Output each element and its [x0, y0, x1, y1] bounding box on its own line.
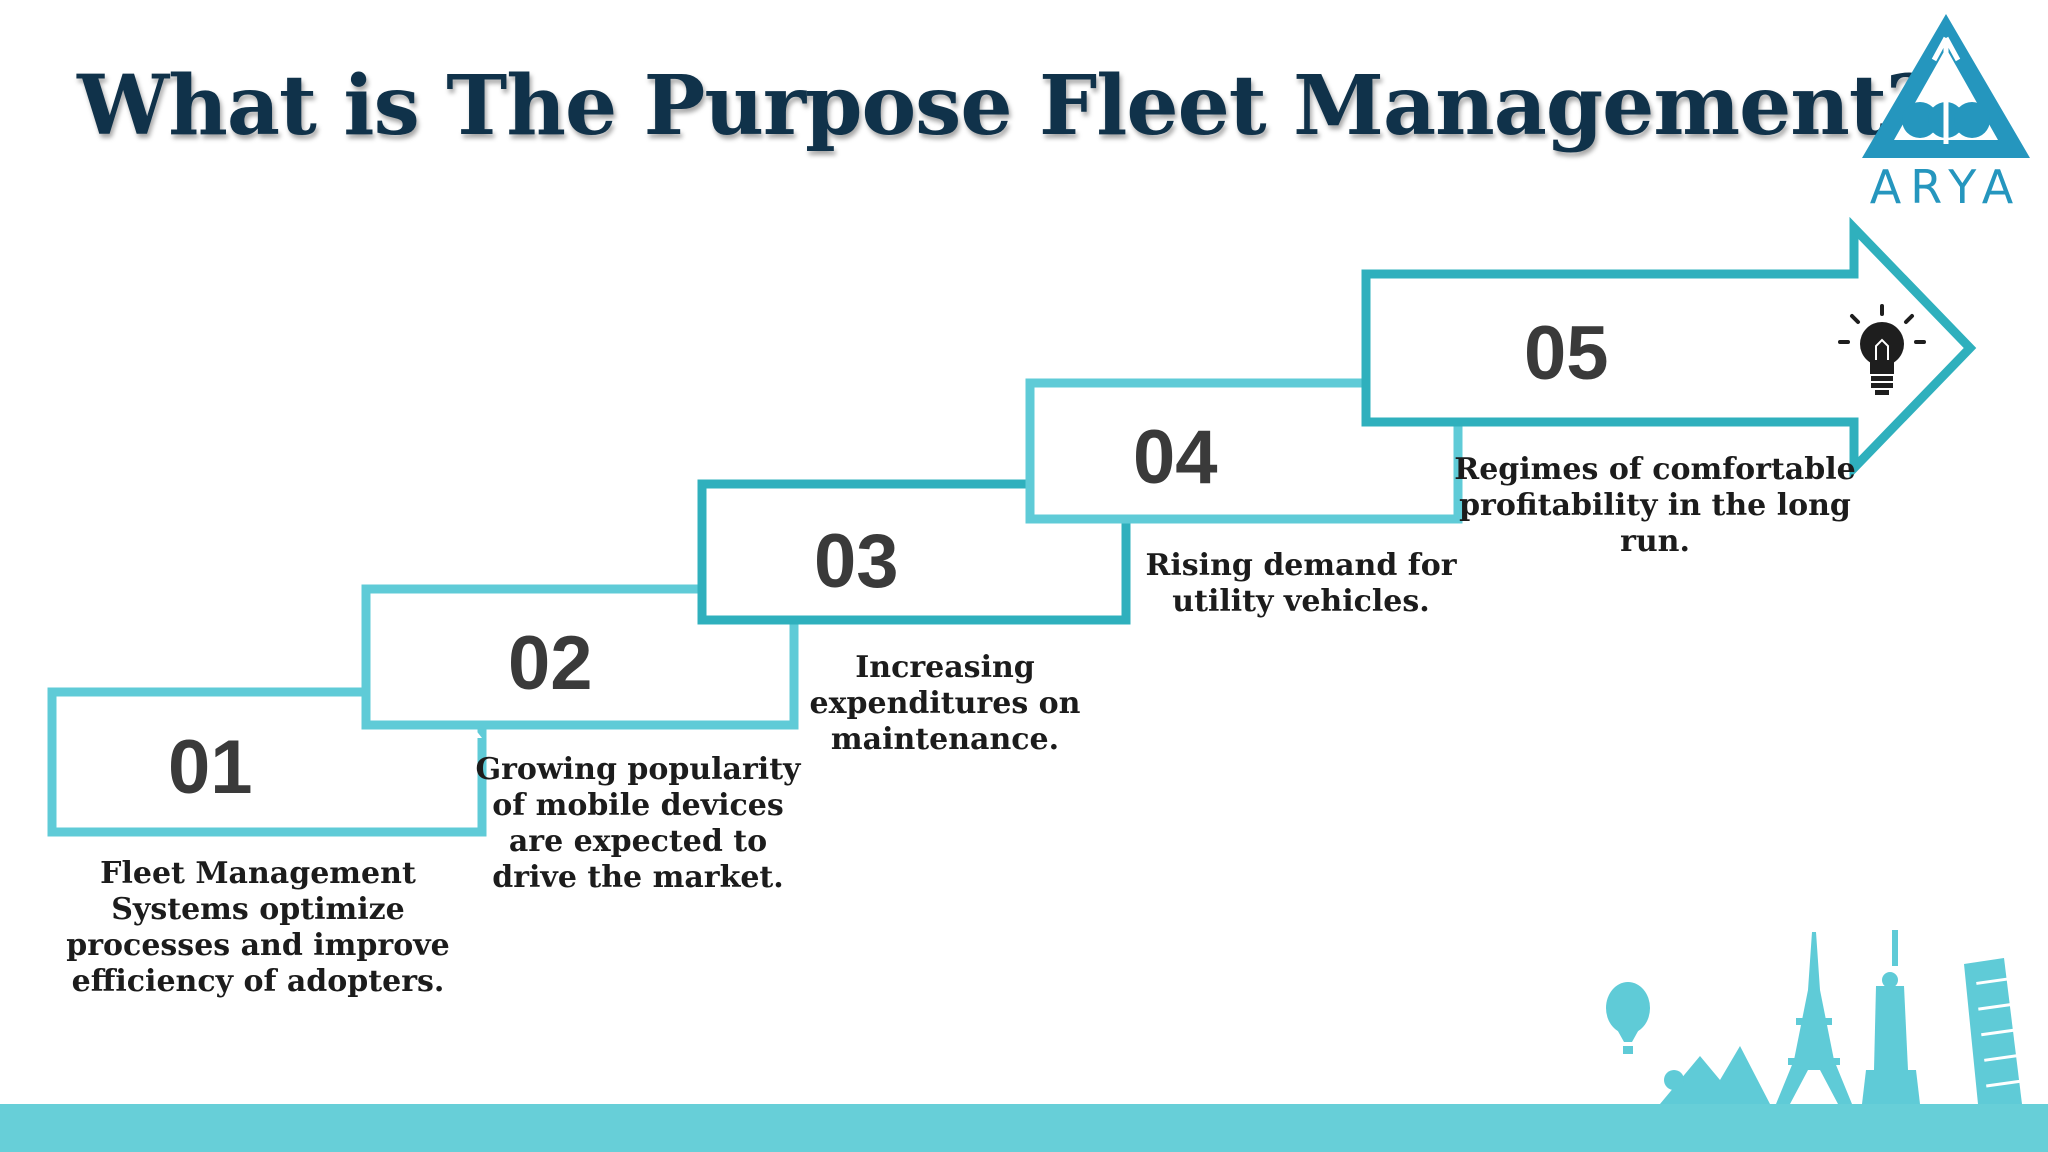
logo-wordmark: ARYA	[1869, 160, 2023, 214]
step-03-number: 03	[814, 519, 899, 604]
step-05-number: 05	[1524, 311, 1609, 396]
page-title: What is The Purpose Fleet Management?	[77, 58, 1934, 154]
lightbulb-icon	[1838, 304, 1926, 395]
step-05-arrow	[1361, 216, 1977, 480]
landmarks-skyline-icon	[1606, 930, 2025, 1104]
step-04-number: 04	[1133, 415, 1218, 500]
arya-logo-icon	[1862, 14, 2030, 158]
step-01-number: 01	[168, 725, 253, 810]
footer-bar	[0, 1104, 2048, 1152]
step-02-number: 02	[508, 621, 593, 706]
